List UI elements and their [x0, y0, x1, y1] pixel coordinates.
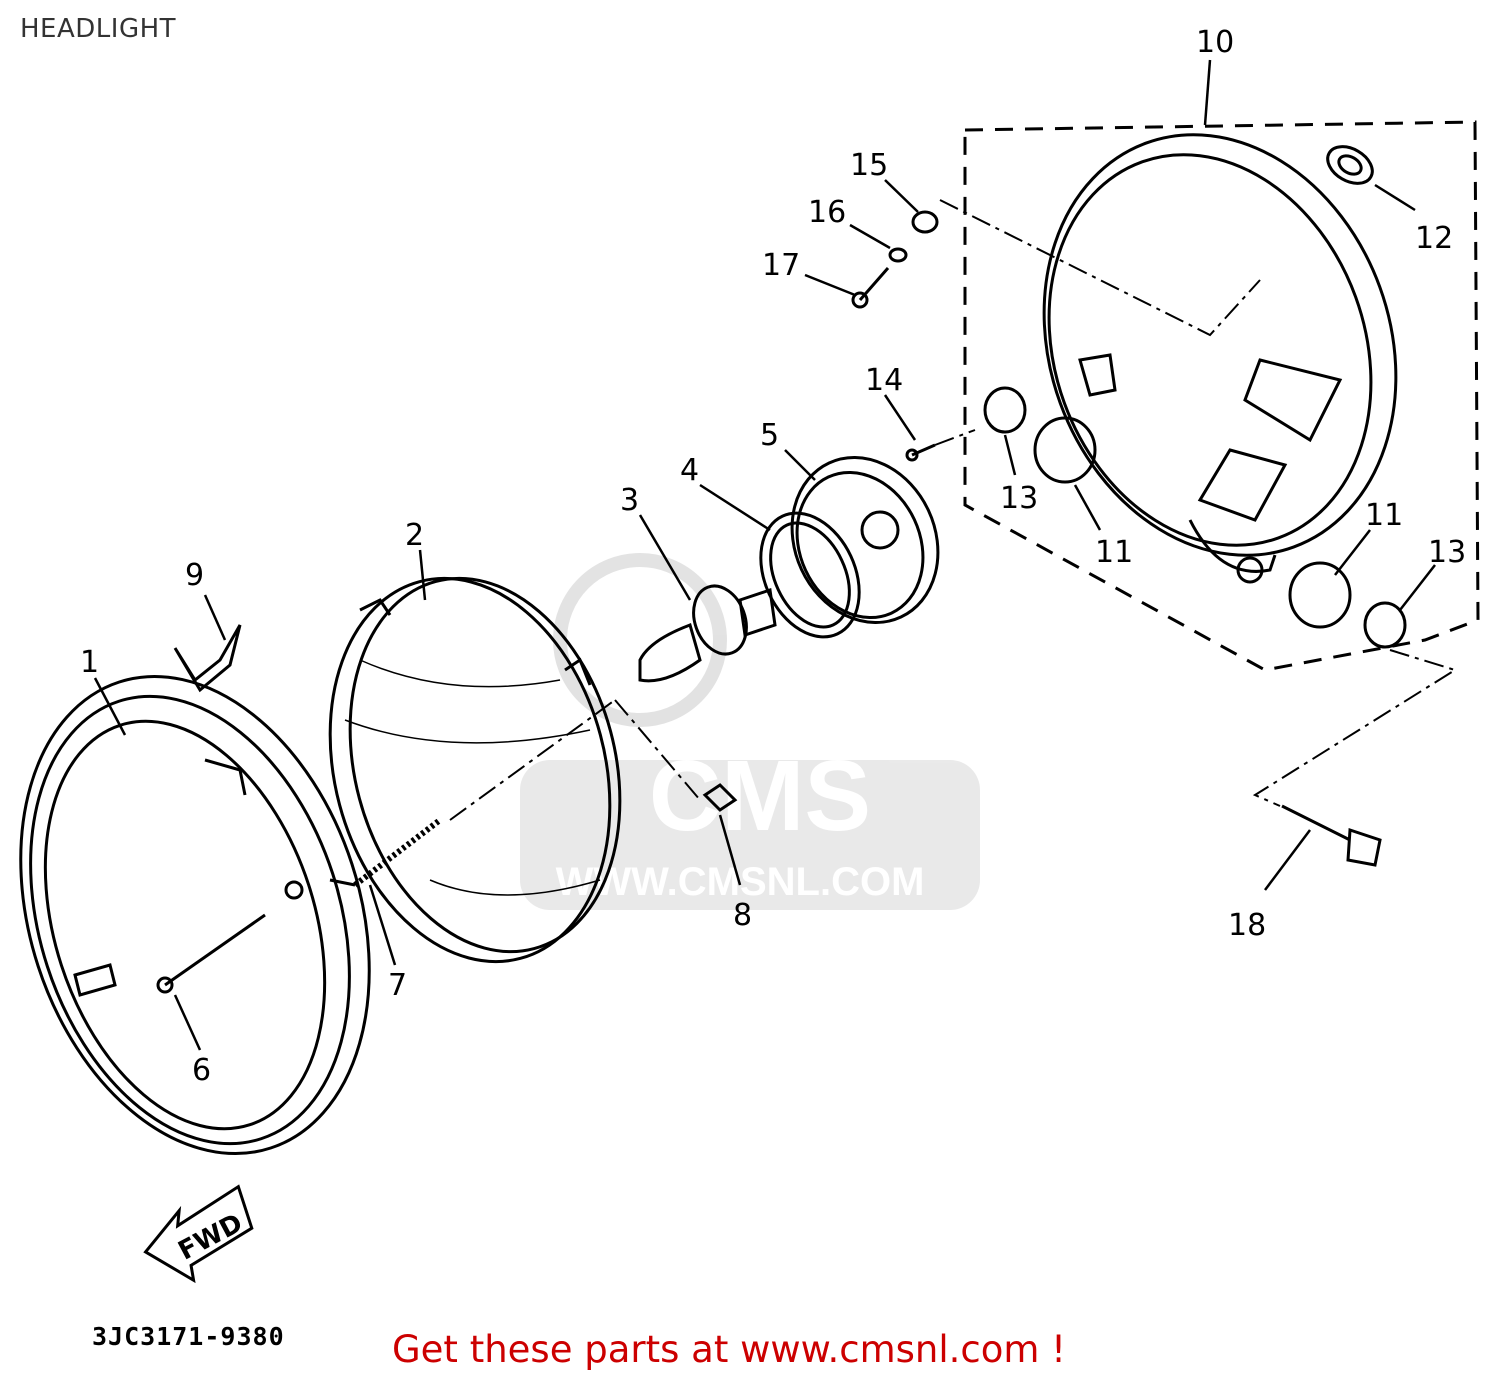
part-label-13b: 13	[1428, 535, 1466, 570]
leader-lines	[93, 59, 1436, 1051]
part-label-5: 5	[760, 418, 779, 453]
part-label-18: 18	[1228, 908, 1266, 943]
footer-link-text[interactable]: Get these parts at www.cmsnl.com !	[392, 1328, 1067, 1371]
part-label-7: 7	[388, 968, 407, 1003]
part-label-14: 14	[865, 363, 903, 398]
small-parts	[156, 199, 1458, 994]
part-label-9: 9	[185, 558, 204, 593]
part-label-11a: 11	[1095, 535, 1133, 570]
part-label-6: 6	[192, 1053, 211, 1088]
part-label-2: 2	[405, 518, 424, 553]
headlight-shell	[1042, 133, 1398, 584]
bulb	[638, 584, 777, 683]
part-number-labels: 1 2 3 4 5 6 7 8 9 10 11 11 12 13 13 14 1…	[80, 25, 1466, 1088]
part-label-12: 12	[1415, 221, 1453, 256]
part-label-17: 17	[762, 248, 800, 283]
part-label-11b: 11	[1365, 498, 1403, 533]
drawing-code: 3JC3171-9380	[92, 1322, 285, 1351]
grommet-12	[1326, 145, 1374, 185]
part-label-3: 3	[620, 483, 639, 518]
bulb-holder-ring	[759, 511, 861, 639]
part-label-13a: 13	[1000, 481, 1038, 516]
watermark: CMS WWW.CMSNL.COM	[520, 553, 980, 910]
part-label-4: 4	[680, 453, 699, 488]
part-label-15: 15	[850, 148, 888, 183]
part-label-10: 10	[1196, 25, 1234, 60]
rim-ring	[19, 674, 371, 1156]
lens-unit	[328, 576, 622, 964]
fwd-arrow: FWD	[143, 1184, 254, 1284]
part-label-16: 16	[808, 195, 846, 230]
part-label-1: 1	[80, 645, 99, 680]
watermark-brand: CMS	[649, 740, 871, 852]
page-title: HEADLIGHT	[20, 14, 177, 44]
part-label-8: 8	[733, 898, 752, 933]
socket-cover	[790, 455, 940, 625]
group-dashed-box	[963, 120, 1480, 672]
